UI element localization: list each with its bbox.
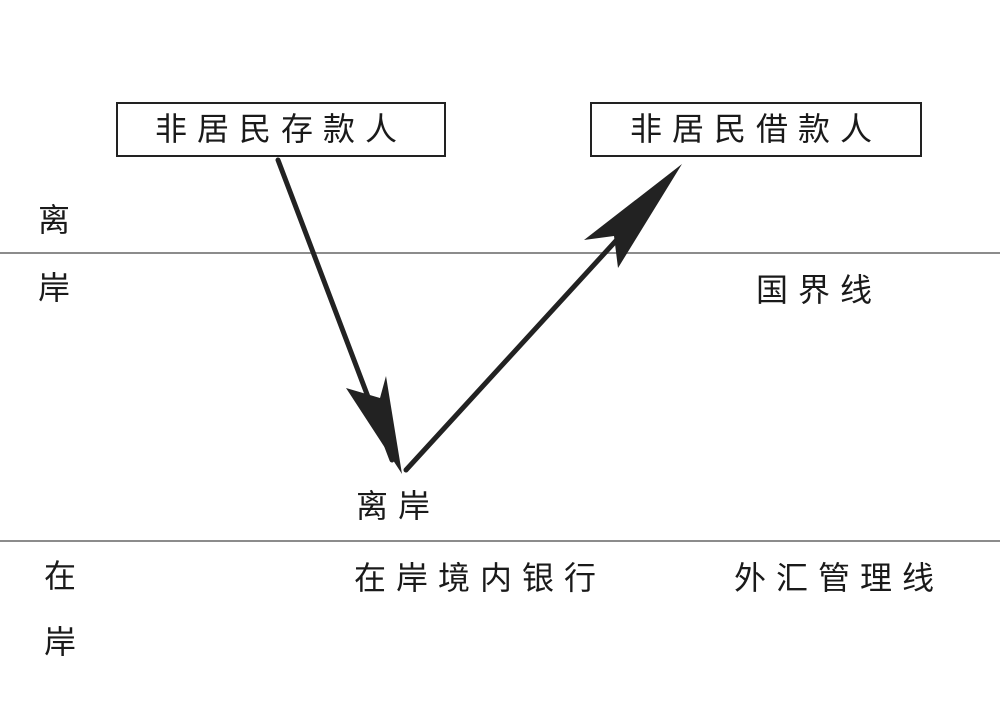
fx-line-label: 外汇管理线 — [734, 559, 945, 597]
onshore-side-label-char-2: 岸 — [44, 623, 87, 661]
non-resident-borrower-box: 非居民借款人 — [590, 102, 922, 157]
offshore-side-label-char-1: 离 — [38, 201, 81, 239]
offshore-side-label-char-2: 岸 — [38, 269, 81, 307]
loan-flow-arrow-shaft — [403, 229, 627, 473]
non-resident-depositor-box: 非居民存款人 — [116, 102, 446, 157]
deposit-flow-arrowhead — [346, 376, 402, 474]
loan-flow-arrowhead — [584, 164, 682, 268]
offshore-center-label: 离岸 — [356, 487, 441, 525]
onshore-bank-label: 在岸境内银行 — [354, 559, 607, 597]
border-line-label: 国界线 — [756, 271, 883, 309]
fx-management-line — [0, 540, 1000, 542]
border-line — [0, 252, 1000, 254]
onshore-side-label-char-1: 在 — [44, 557, 87, 595]
